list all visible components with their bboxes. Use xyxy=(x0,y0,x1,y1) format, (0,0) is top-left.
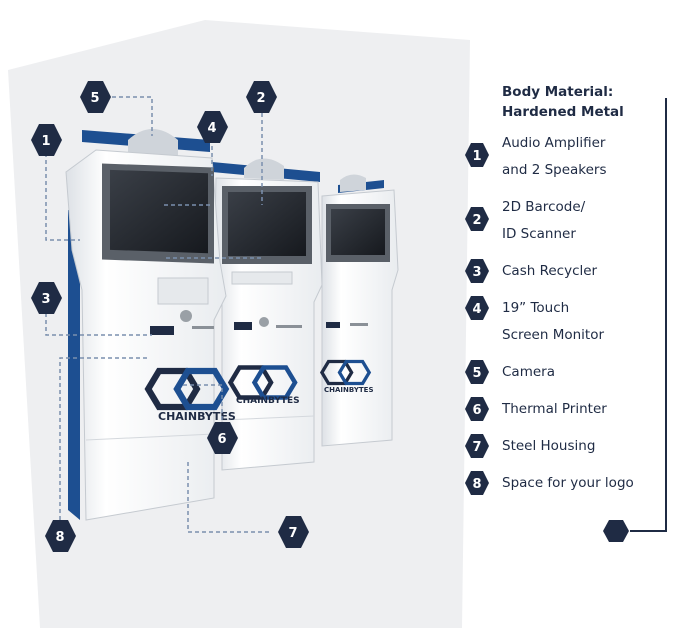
hex-badge-icon: 4 xyxy=(465,296,489,320)
leader-lines xyxy=(45,96,270,533)
legend-bracket-line xyxy=(665,98,667,531)
legend-label-line1: 19” Touch xyxy=(502,300,570,316)
hex-badge-icon: 8 xyxy=(465,471,489,495)
svg-text:1: 1 xyxy=(472,149,481,164)
hexagon-icon xyxy=(603,520,629,542)
callout-8: 8 xyxy=(45,520,76,552)
legend-label-line2: ID Scanner xyxy=(502,226,576,242)
legend-title: Body Material: Hardened Metal xyxy=(502,82,672,122)
svg-text:CHAINBYTES: CHAINBYTES xyxy=(324,386,374,394)
svg-text:CHAINBYTES: CHAINBYTES xyxy=(236,396,300,406)
legend-label: Thermal Printer xyxy=(502,401,607,417)
legend-label-line2: Screen Monitor xyxy=(502,327,605,343)
callout-5: 5 xyxy=(80,81,111,113)
legend-bracket-foot xyxy=(630,530,667,532)
legend-label: Steel Housing xyxy=(502,438,596,454)
hex-badge-icon: 1 xyxy=(465,143,489,167)
svg-text:4: 4 xyxy=(207,121,216,136)
svg-text:6: 6 xyxy=(217,432,226,447)
legend-label: Cash Recycler xyxy=(502,263,598,279)
svg-text:7: 7 xyxy=(288,526,297,541)
legend-label: Camera xyxy=(502,364,555,380)
svg-text:7: 7 xyxy=(472,440,481,455)
legend-title-line2: Hardened Metal xyxy=(502,104,624,120)
hex-badge-icon: 2 xyxy=(465,207,489,231)
svg-text:1: 1 xyxy=(41,134,50,149)
legend-title-line1: Body Material: xyxy=(502,84,614,100)
legend-label-line1: 2D Barcode/ xyxy=(502,199,586,215)
svg-text:2: 2 xyxy=(472,213,481,228)
hex-badge-icon: 3 xyxy=(465,259,489,283)
legend-label-line2: and 2 Speakers xyxy=(502,162,607,178)
svg-text:4: 4 xyxy=(472,302,481,317)
hex-badge-icon: 7 xyxy=(465,434,489,458)
svg-text:2: 2 xyxy=(256,91,265,106)
legend-label-line1: Audio Amplifier xyxy=(502,135,606,151)
svg-text:8: 8 xyxy=(472,477,481,492)
legend-label: Space for your logo xyxy=(502,475,634,491)
callout-3: 3 xyxy=(31,282,62,314)
hex-badge-icon: 5 xyxy=(465,360,489,384)
svg-text:3: 3 xyxy=(472,265,481,280)
kiosk-middle: CHAINBYTES xyxy=(212,158,323,471)
svg-text:8: 8 xyxy=(55,530,64,545)
svg-text:5: 5 xyxy=(90,91,99,106)
svg-text:CHAINBYTES: CHAINBYTES xyxy=(158,410,236,423)
hex-badge-icon: 6 xyxy=(465,397,489,421)
callout-4: 4 xyxy=(197,111,228,143)
kiosk-front: CHAINBYTES xyxy=(65,129,236,521)
callout-7: 7 xyxy=(278,516,309,548)
callout-1: 1 xyxy=(31,124,62,156)
svg-text:6: 6 xyxy=(472,403,481,418)
kiosk-back: CHAINBYTES xyxy=(319,174,399,447)
svg-text:3: 3 xyxy=(41,292,50,307)
svg-text:5: 5 xyxy=(472,366,481,381)
callout-6: 6 xyxy=(207,422,238,454)
callout-2: 2 xyxy=(246,81,277,113)
